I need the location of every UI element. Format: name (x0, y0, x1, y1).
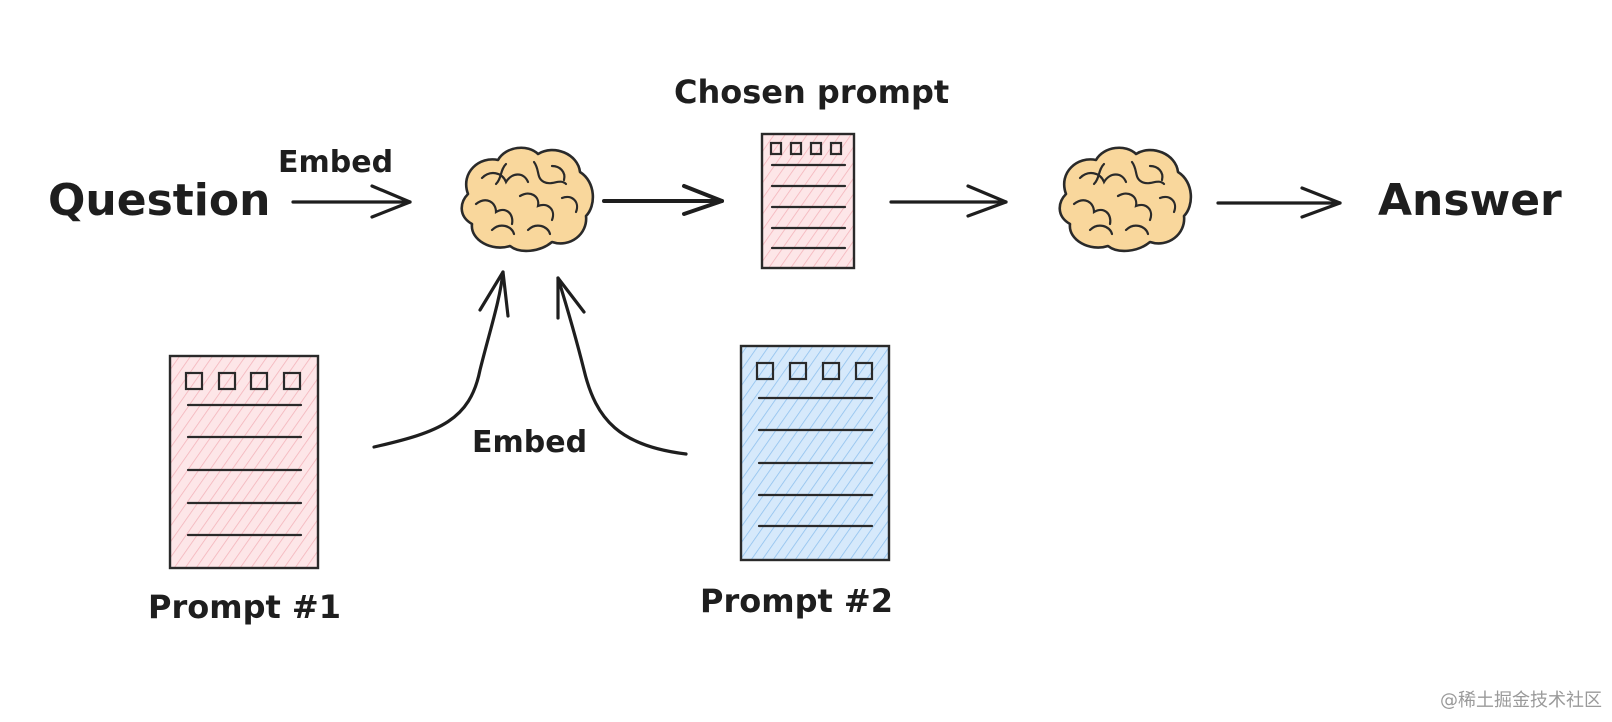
chosen-prompt-document-icon (760, 132, 856, 270)
embed-top-label: Embed (278, 145, 393, 180)
prompt-2-label: Prompt #2 (700, 582, 893, 620)
prompt-1-label: Prompt #1 (148, 588, 341, 626)
arrow-chosen-prompt-to-llm (889, 184, 1008, 218)
prompt-1-document-icon (168, 354, 320, 570)
watermark: @稀土掘金技术社区 (1440, 690, 1602, 711)
arrow-prompt-1-to-embedder (372, 270, 510, 449)
arrow-embedder-to-chosen-prompt (602, 184, 724, 216)
embedder-brain-icon (460, 146, 595, 253)
prompt-2-document-icon (739, 344, 891, 562)
chosen-prompt-label: Chosen prompt (674, 73, 949, 111)
question-label: Question (48, 175, 270, 226)
arrow-question-to-embedder (291, 184, 412, 219)
llm-brain-icon (1058, 146, 1193, 253)
answer-label: Answer (1378, 175, 1562, 226)
embed-bottom-label: Embed (472, 425, 587, 460)
arrow-llm-to-answer (1216, 186, 1342, 219)
arrow-prompt-2-to-embedder (556, 276, 688, 456)
